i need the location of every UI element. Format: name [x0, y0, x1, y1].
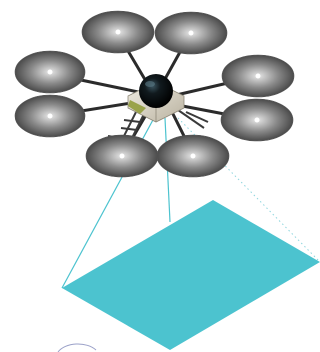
- drone-hub: [128, 74, 184, 122]
- rotor-right-lower: [221, 99, 293, 141]
- sensor-dome: [139, 74, 173, 108]
- ground-footprint: [62, 200, 320, 350]
- rotor-left-lower: [15, 95, 85, 137]
- rotor-top-left: [82, 11, 154, 53]
- rotor-left-upper: [15, 51, 85, 93]
- rotor-top-right: [155, 12, 227, 54]
- rotor-bottom-right: [157, 135, 229, 177]
- rotor-bottom-left: [86, 135, 158, 177]
- rotor-right-upper: [222, 55, 294, 97]
- bottom-arc: [58, 344, 96, 352]
